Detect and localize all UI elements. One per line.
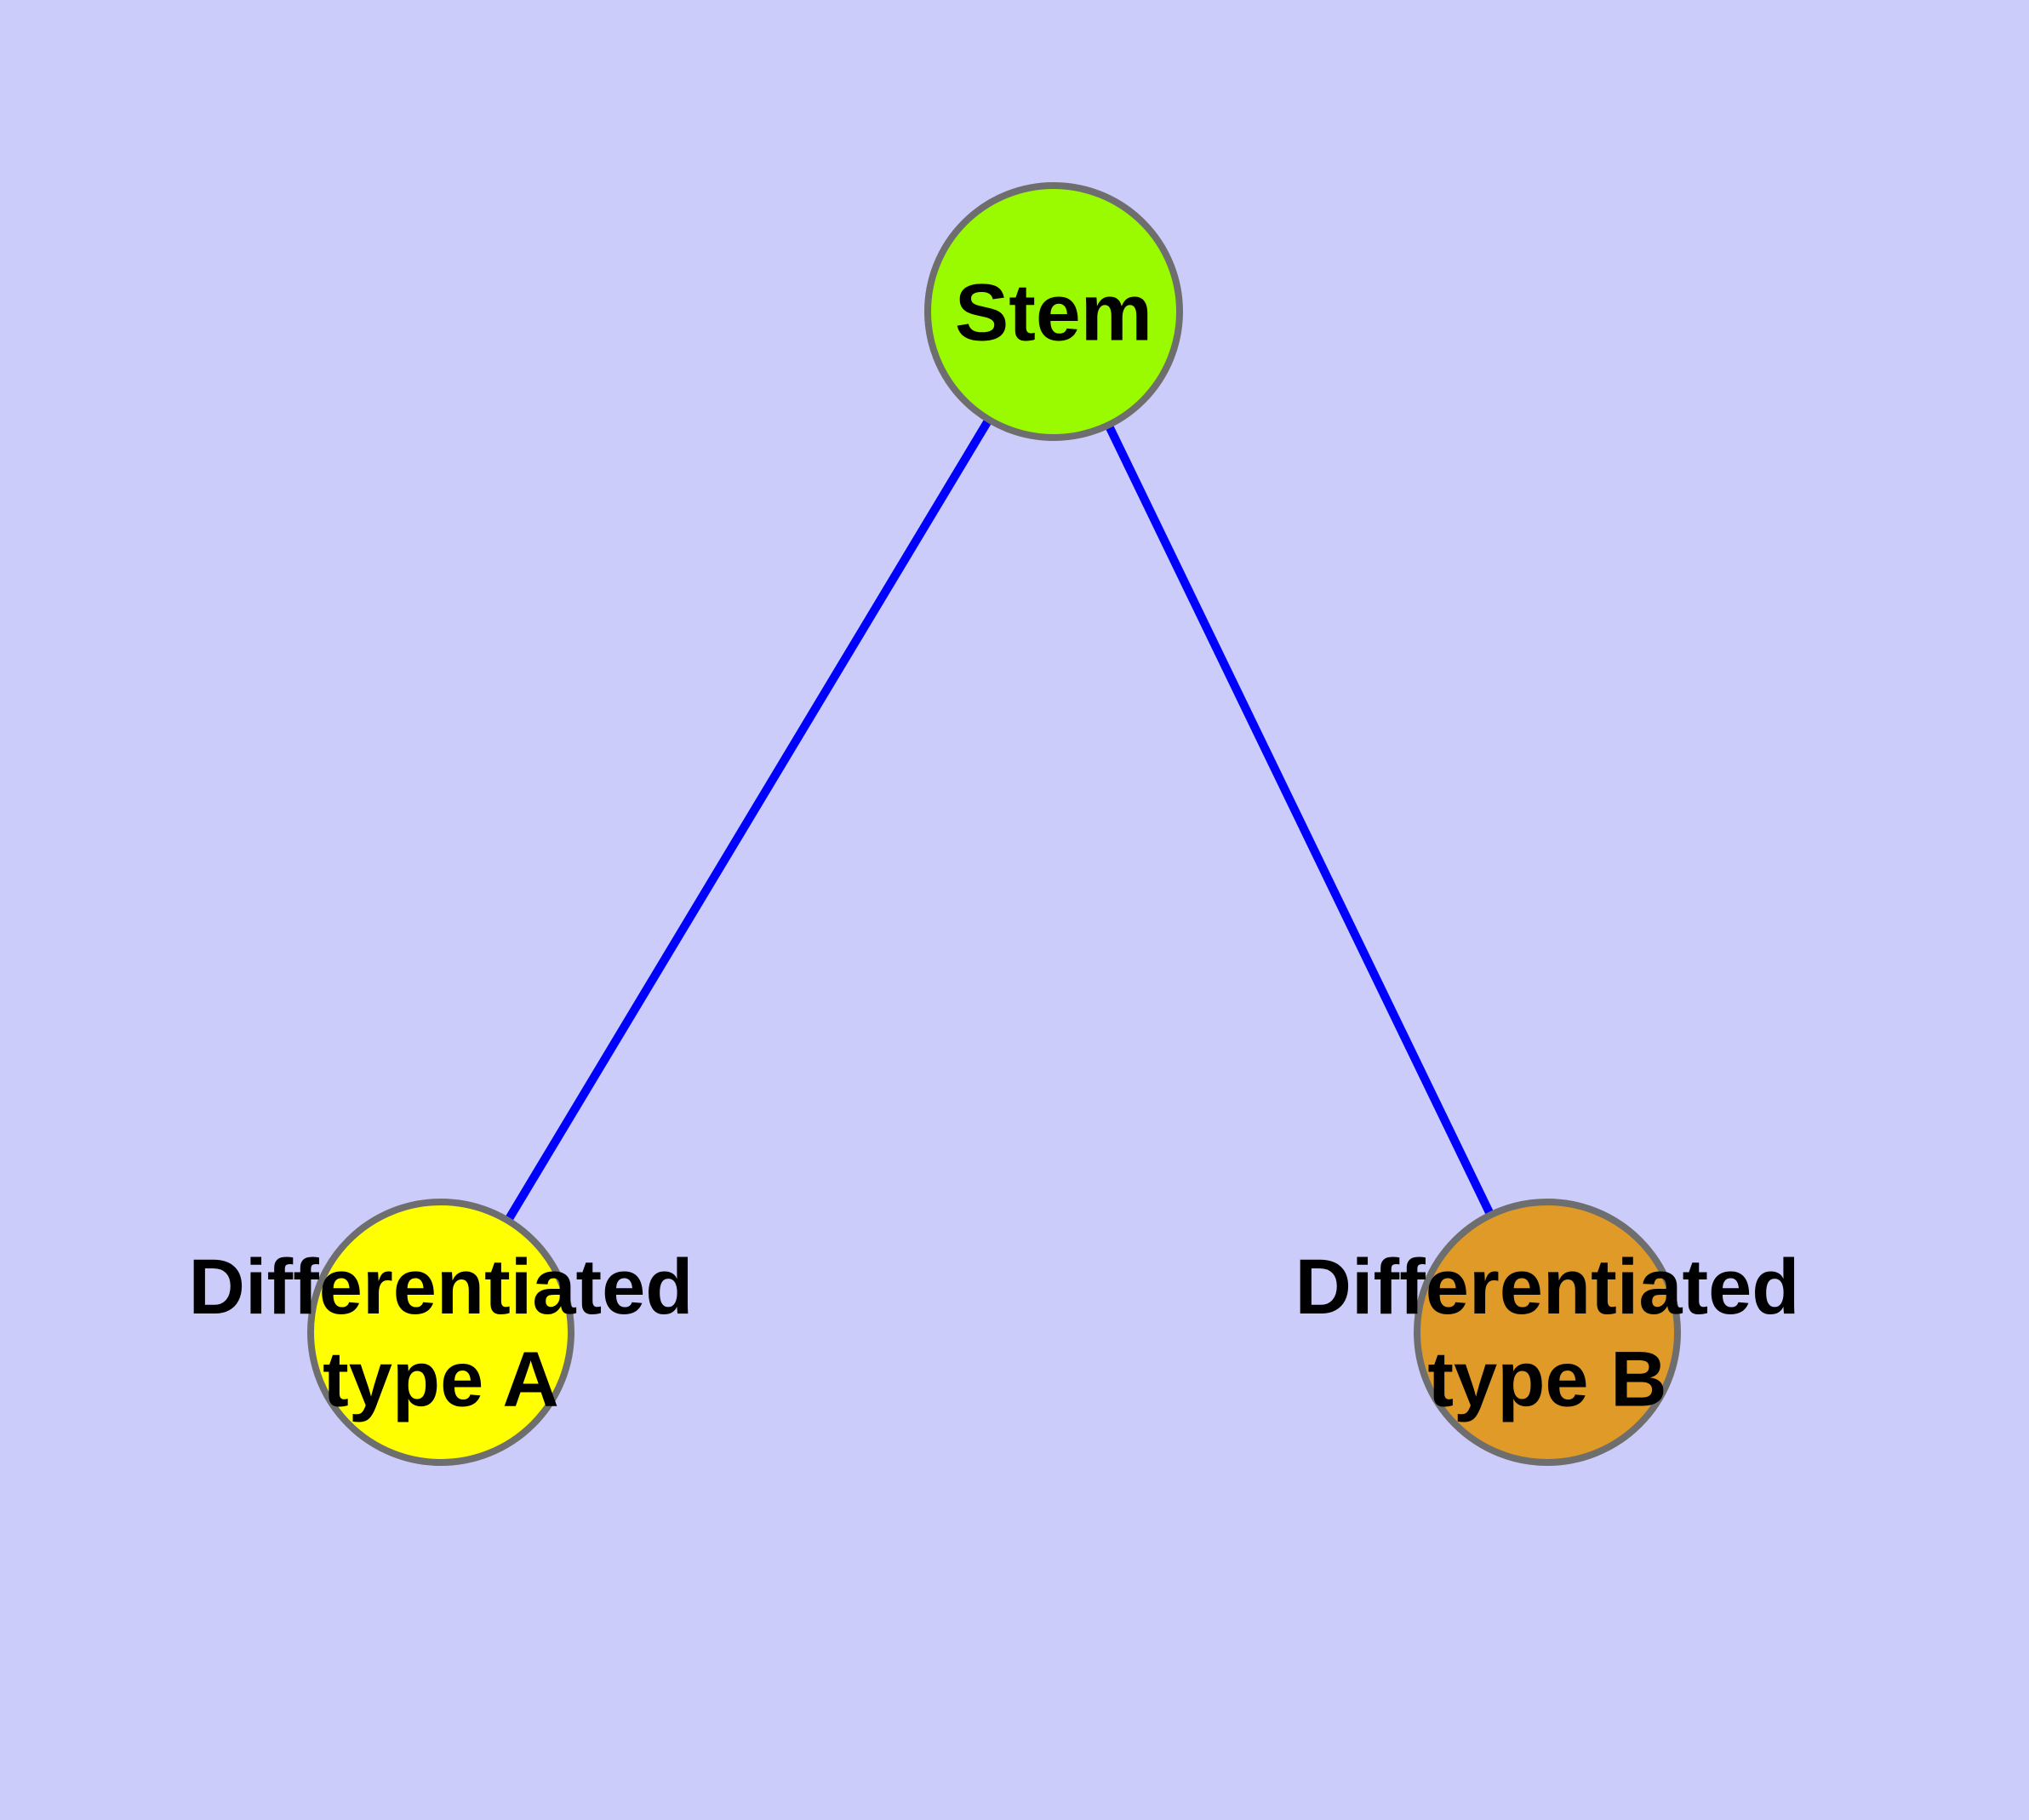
node-stem[interactable] xyxy=(924,182,1183,441)
node-label-line: Stem xyxy=(955,267,1152,358)
node-label-stem: Stem xyxy=(955,267,1152,358)
edges-layer xyxy=(503,415,1495,1225)
edge-stem-to-b xyxy=(1104,421,1495,1219)
node-label-line: Differentiated xyxy=(1295,1244,1800,1331)
node-circle-stem[interactable] xyxy=(924,182,1183,441)
node-diff_b[interactable] xyxy=(1414,1199,1681,1466)
node-diff_a[interactable] xyxy=(307,1199,574,1466)
node-circle-diff_b[interactable] xyxy=(1414,1199,1681,1466)
edge-stem-to-a xyxy=(503,415,994,1225)
node-circle-diff_a[interactable] xyxy=(307,1199,574,1466)
node-label-line: type B xyxy=(1427,1336,1666,1422)
node-label-line: Differentiated xyxy=(189,1244,694,1331)
node-label-line: type A xyxy=(323,1336,559,1422)
